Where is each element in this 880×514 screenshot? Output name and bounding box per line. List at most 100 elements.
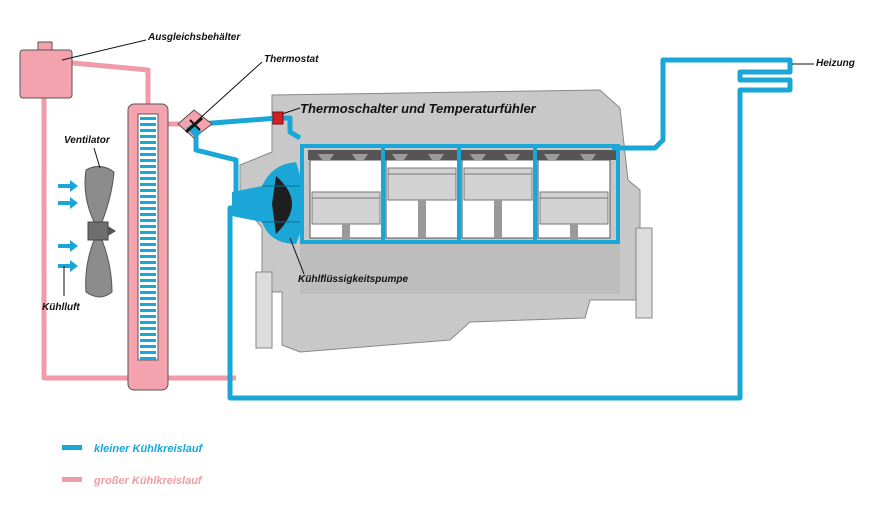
radiator-fin (140, 357, 156, 360)
radiator-fin (140, 231, 156, 234)
crankcase-shading (300, 244, 620, 294)
radiator-fin (140, 153, 156, 156)
temperature-sensor (272, 111, 284, 125)
radiator-fin (140, 309, 156, 312)
legend-label-small-circuit: kleiner Kühlkreislauf (94, 443, 204, 455)
fan (84, 166, 116, 298)
valve (318, 154, 334, 160)
radiator-fin (140, 267, 156, 270)
leader-reservoir (61, 39, 147, 61)
radiator-fin (140, 327, 156, 330)
piston (463, 167, 533, 201)
radiator-fin (140, 171, 156, 174)
radiator-fin (140, 291, 156, 294)
arrow-right-icon (58, 240, 78, 252)
cylinders (308, 150, 618, 240)
expansion-tank (19, 41, 73, 99)
label-heater: Heizung (816, 58, 855, 69)
radiator-fin (140, 321, 156, 324)
radiator-bottom-return-pipe (41, 94, 236, 381)
radiator-fin (140, 303, 156, 306)
legend: kleiner Kühlkreislauf großer Kühlkreisla… (62, 443, 204, 487)
legend-label-large-circuit: großer Kühlkreislauf (93, 475, 203, 487)
label-thermostat: Thermostat (264, 54, 319, 65)
radiator-fins (140, 117, 156, 360)
radiator-fin (140, 339, 156, 342)
radiator-fin (140, 207, 156, 210)
radiator-fin (140, 351, 156, 354)
radiator-fin (140, 129, 156, 132)
connecting-rod (418, 200, 426, 238)
valve (428, 154, 444, 160)
thermostat-valve (189, 119, 201, 131)
fan-blade-upper (84, 166, 115, 223)
radiator-fin (140, 123, 156, 126)
leader-thermostat (197, 61, 263, 121)
radiator-fin (140, 333, 156, 336)
thermostat-bypass-pipe (193, 132, 239, 200)
cooling-air-arrows (58, 180, 78, 272)
leader-pump (289, 237, 305, 275)
label-pump: Kühlflüssigkeitspumpe (298, 274, 408, 285)
radiator-fin (140, 117, 156, 120)
head-to-heater-pipe (612, 57, 793, 151)
radiator-fin (140, 285, 156, 288)
arrow-right-icon (58, 197, 78, 209)
reservoir-overflow-pipe (61, 59, 151, 112)
valve (580, 154, 596, 160)
radiator-fin (140, 147, 156, 150)
valve (544, 154, 560, 160)
tank-cap (37, 41, 53, 51)
cylinder-4 (537, 154, 611, 239)
radiator-fin (140, 159, 156, 162)
radiator-fin (140, 213, 156, 216)
radiator-fin (140, 297, 156, 300)
connecting-rod (494, 200, 502, 238)
connecting-rod (570, 224, 578, 240)
label-fan: Ventilator (64, 135, 111, 146)
connecting-rod (342, 224, 350, 240)
tank-body (19, 49, 73, 99)
leader-lines (61, 39, 814, 296)
radiator-fin (140, 315, 156, 318)
radiator-fin (140, 201, 156, 204)
radiator-fin (140, 225, 156, 228)
radiator-fin (140, 141, 156, 144)
radiator-fin (140, 195, 156, 198)
pump-impeller (272, 176, 292, 234)
legend-swatch-large-circuit (62, 477, 82, 482)
radiator-fin (140, 255, 156, 258)
fan-blade-lower (85, 239, 113, 298)
radiator-fin (140, 219, 156, 222)
radiator-fin (140, 177, 156, 180)
valve (470, 154, 486, 160)
radiator-fin (140, 273, 156, 276)
label-cooling-air: Kühlluft (42, 302, 80, 313)
piston (311, 191, 381, 225)
radiator-fin (140, 183, 156, 186)
radiator-fin (140, 135, 156, 138)
radiator-fin (140, 261, 156, 264)
label-reservoir: Ausgleichsbehälter (147, 32, 241, 43)
radiator-fin (140, 279, 156, 282)
fan-hub (87, 221, 109, 241)
labels: Ausgleichsbehälter Thermostat Heizung Th… (42, 32, 855, 313)
leader-sensor (281, 107, 301, 115)
valve (504, 154, 520, 160)
arrow-right-icon (58, 180, 78, 192)
arrow-right-icon (58, 260, 78, 272)
radiator (127, 103, 169, 391)
leader-fan (93, 147, 101, 169)
fan-shaft (108, 226, 116, 236)
engine-front-flange (255, 271, 273, 349)
water-pump (232, 162, 304, 244)
thermostat (177, 109, 213, 139)
legend-swatch-small-circuit (62, 445, 82, 450)
radiator-fin (140, 249, 156, 252)
radiator-fin (140, 189, 156, 192)
piston (539, 191, 609, 225)
label-sensor: Thermoschalter und Temperaturfühler (300, 101, 537, 116)
thermostat-to-head-pipe (199, 115, 302, 141)
radiator-fin (140, 345, 156, 348)
